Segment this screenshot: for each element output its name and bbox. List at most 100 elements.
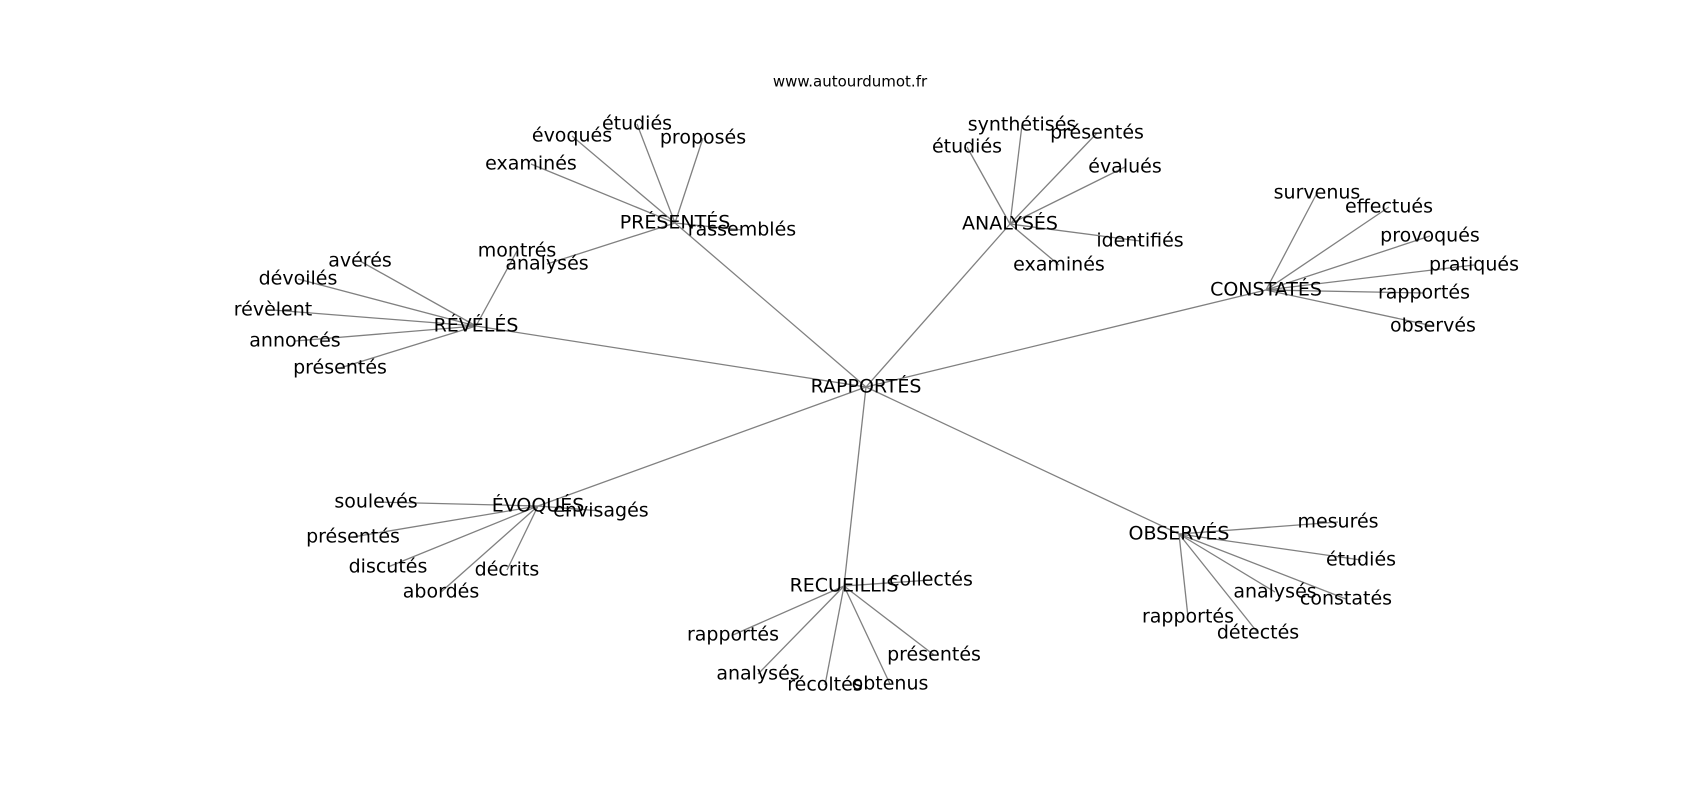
hub-leaf-edge — [1009, 132, 1098, 225]
edges-layer — [272, 123, 1475, 686]
leaf-word-node[interactable]: survenus — [1274, 182, 1361, 204]
hub-leaf-edge — [1178, 533, 1189, 618]
leaf-word-node[interactable]: provoqués — [1380, 225, 1480, 247]
leaf-word-node[interactable]: constatés — [1300, 588, 1392, 610]
leaf-word-node[interactable]: présentés — [887, 644, 981, 666]
leaf-word-node[interactable]: étudiés — [932, 136, 1002, 158]
hub-word-node[interactable]: RECUEILLIS — [790, 575, 899, 597]
leaf-word-node[interactable]: discutés — [349, 556, 428, 578]
center-hub-edge — [843, 386, 867, 587]
leaf-word-node[interactable]: analysés — [716, 663, 799, 685]
leaf-word-node[interactable]: analysés — [505, 253, 588, 275]
leaf-word-node[interactable]: récoltés — [787, 674, 862, 696]
leaf-word-node[interactable]: révèlent — [234, 299, 312, 321]
hub-leaf-edge — [1178, 533, 1347, 600]
hub-word-node[interactable]: OBSERVÉS — [1129, 522, 1230, 545]
hub-leaf-edge — [1265, 289, 1425, 294]
leaf-word-node[interactable]: détectés — [1217, 622, 1299, 644]
leaf-word-node[interactable]: soulevés — [334, 491, 417, 513]
leaf-word-node[interactable]: examinés — [485, 153, 577, 175]
hub-word-node[interactable]: PRÉSENTÉS — [620, 211, 731, 234]
leaf-word-node[interactable]: abordés — [403, 581, 479, 603]
leaf-word-node[interactable]: pratiqués — [1429, 254, 1519, 276]
leaf-word-node[interactable]: rapportés — [687, 624, 779, 646]
hub-leaf-edge — [966, 146, 1011, 225]
hub-leaf-edge — [475, 250, 518, 327]
hub-word-node[interactable]: CONSTATÉS — [1210, 278, 1322, 301]
hub-leaf-edge — [1265, 235, 1431, 291]
hub-leaf-edge — [1178, 533, 1259, 634]
hub-leaf-edge — [530, 163, 676, 224]
hub-leaf-edge — [843, 579, 932, 587]
hub-leaf-edge — [537, 505, 602, 512]
hub-leaf-edge — [636, 123, 676, 224]
leaf-word-node[interactable]: identifiés — [1096, 230, 1183, 252]
hub-leaf-edge — [1178, 533, 1276, 593]
leaf-word-node[interactable]: évoqués — [532, 125, 612, 147]
hub-leaf-edge — [1009, 166, 1126, 225]
center-hub-edge — [865, 289, 1267, 388]
hub-leaf-edge — [757, 585, 845, 675]
hub-leaf-edge — [824, 585, 845, 686]
leaf-word-node[interactable]: avérés — [328, 250, 392, 272]
leaf-word-node[interactable]: effectués — [1345, 196, 1433, 218]
leaf-word-node[interactable]: rapportés — [1142, 606, 1234, 628]
leaf-word-node[interactable]: étudiés — [602, 113, 672, 135]
hub-word-node[interactable]: ANALYSÉS — [962, 212, 1058, 235]
hub-leaf-edge — [1265, 206, 1390, 291]
hub-leaf-edge — [359, 260, 477, 327]
leaf-word-node[interactable]: proposés — [660, 127, 746, 149]
hub-leaf-edge — [1265, 264, 1475, 291]
center-word-node[interactable]: RAPPORTÉS — [811, 375, 922, 398]
center-hub-edge — [475, 325, 867, 388]
hub-leaf-edge — [375, 501, 539, 507]
hub-leaf-edge — [272, 309, 477, 327]
center-hub-edge — [865, 223, 1011, 388]
leaf-word-node[interactable]: annoncés — [249, 330, 340, 352]
hub-leaf-edge — [674, 137, 704, 224]
hub-leaf-edge — [339, 325, 477, 369]
leaf-word-node[interactable]: collectés — [889, 569, 973, 591]
center-hub-edge — [537, 386, 867, 507]
leaf-word-node[interactable]: mesurés — [1297, 511, 1378, 533]
hub-leaf-edge — [1009, 223, 1060, 266]
leaf-word-node[interactable]: envisagés — [553, 500, 648, 522]
hub-leaf-edge — [506, 505, 539, 571]
leaf-word-node[interactable]: présentés — [1050, 122, 1144, 144]
hub-leaf-edge — [546, 222, 676, 265]
hub-leaf-edge — [1265, 192, 1318, 291]
hub-leaf-edge — [571, 135, 676, 224]
leaf-word-node[interactable]: montrés — [478, 240, 557, 262]
hub-leaf-edge — [1009, 223, 1141, 242]
leaf-word-node[interactable]: analysés — [1233, 581, 1316, 603]
leaf-word-node[interactable]: décrits — [475, 559, 540, 581]
hub-leaf-edge — [387, 505, 539, 568]
leaf-word-node[interactable]: rapportés — [1378, 282, 1470, 304]
leaf-word-node[interactable]: synthétisés — [968, 114, 1077, 136]
hub-word-node[interactable]: RÉVÉLÉS — [434, 314, 519, 337]
leaf-word-node[interactable]: rassemblés — [688, 219, 796, 241]
leaf-word-node[interactable]: examinés — [1013, 254, 1105, 276]
watermark-text: www.autourdumot.fr — [773, 73, 928, 91]
center-hub-edge — [674, 222, 867, 388]
center-hub-edge — [865, 386, 1180, 535]
hub-word-node[interactable]: ÉVOQUÉS — [492, 494, 585, 517]
hub-leaf-edge — [294, 325, 477, 342]
hub-leaf-edge — [440, 505, 539, 593]
leaf-word-node[interactable]: étudiés — [1326, 549, 1396, 571]
hub-leaf-edge — [674, 222, 743, 231]
hub-leaf-edge — [1178, 533, 1362, 561]
hub-leaf-edge — [843, 585, 935, 656]
hub-leaf-edge — [352, 505, 539, 538]
hub-leaf-edge — [843, 585, 891, 685]
leaf-word-node[interactable]: présentés — [306, 526, 400, 548]
leaf-word-node[interactable]: obtenus — [852, 673, 929, 695]
hub-leaf-edge — [732, 585, 845, 636]
leaf-word-node[interactable]: observés — [1390, 315, 1476, 337]
leaf-word-node[interactable]: évalués — [1088, 156, 1162, 178]
hub-leaf-edge — [1178, 521, 1339, 535]
leaf-word-node[interactable]: dévoilés — [259, 268, 338, 290]
hub-leaf-edge — [297, 278, 477, 327]
leaf-word-node[interactable]: présentés — [293, 357, 387, 379]
